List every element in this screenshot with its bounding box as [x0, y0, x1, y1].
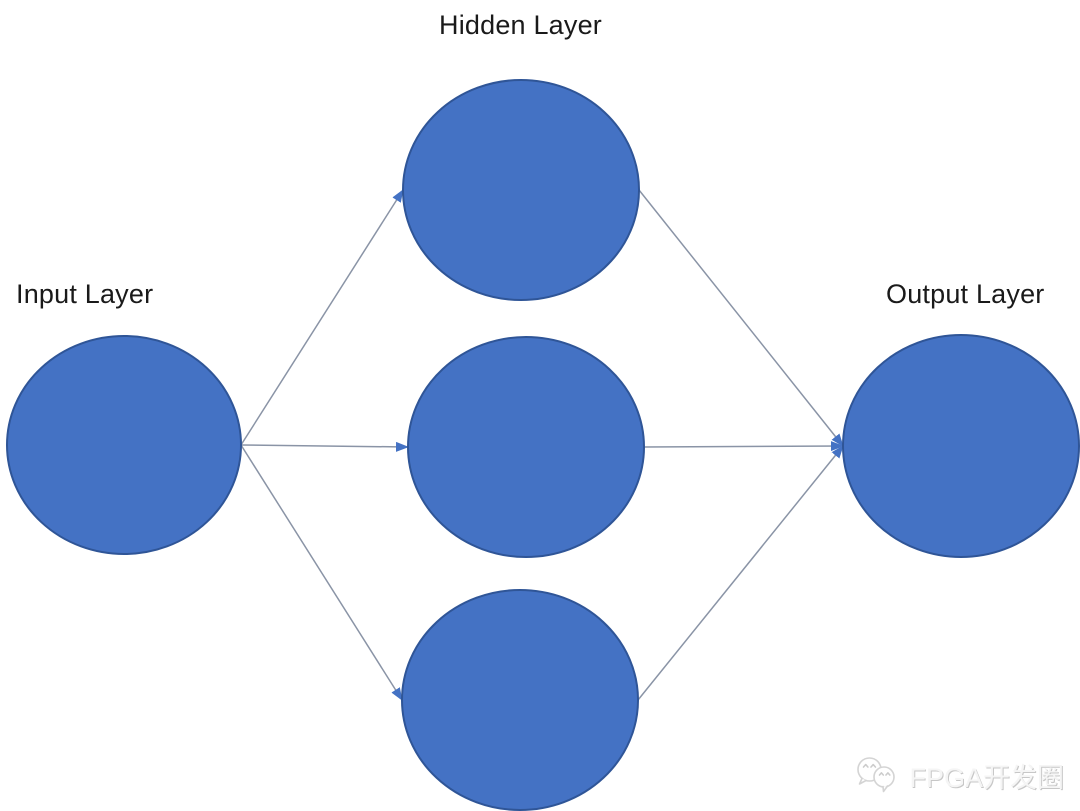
watermark: FPGA开发圈: [854, 755, 1064, 795]
edge-input-1-to-hidden-2: [240, 441, 409, 452]
output-node-output-1: [842, 334, 1080, 558]
wechat-bubbles-icon: [857, 757, 896, 793]
input-layer-label: Input Layer: [16, 279, 154, 309]
hidden-layer-label: Hidden Layer: [439, 10, 603, 40]
edges-group: [240, 189, 844, 701]
input-node-input-1: [6, 335, 242, 555]
nodes-group: [6, 79, 1080, 811]
edge-hidden-1-to-output-1: [638, 189, 844, 447]
output-layer-label: Output Layer: [886, 279, 1045, 309]
watermark-text: FPGA开发圈: [909, 762, 1064, 793]
hidden-node-hidden-3: [401, 589, 639, 811]
hidden-node-hidden-1: [402, 79, 640, 301]
edge-hidden-2-to-output-1: [643, 441, 844, 452]
edge-input-1-to-hidden-1: [240, 189, 404, 446]
edge-hidden-3-to-output-1: [637, 445, 844, 701]
edge-input-1-to-hidden-3: [240, 444, 403, 701]
hidden-node-hidden-2: [407, 336, 645, 558]
